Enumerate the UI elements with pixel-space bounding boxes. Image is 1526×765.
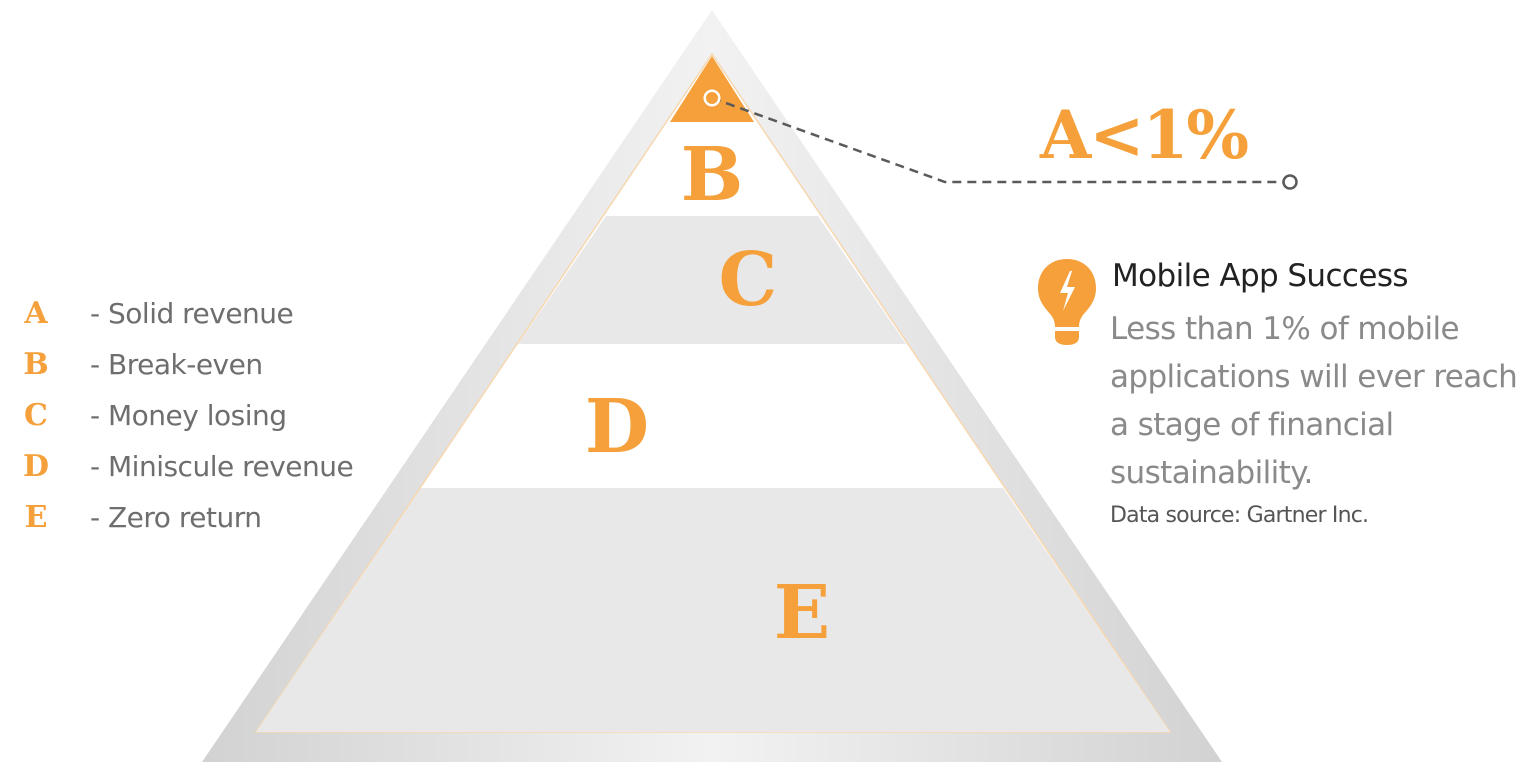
legend-item-d: D - Miniscule revenue: [14, 441, 414, 492]
legend-label: - Miniscule revenue: [90, 450, 354, 483]
legend-item-c: C - Money losing: [14, 390, 414, 441]
tier-e-band: [256, 488, 1170, 732]
tier-letter-e: E: [774, 570, 830, 656]
legend-item-e: E - Zero return: [14, 492, 414, 543]
legend-letter: D: [22, 449, 49, 484]
legend-letter: E: [24, 500, 48, 535]
tier-letter-d: D: [585, 384, 649, 470]
info-title: Mobile App Success: [1112, 258, 1409, 294]
info-body: Less than 1% of mobile applications will…: [1110, 311, 1518, 491]
legend-letter: C: [24, 398, 48, 433]
tier-c-band: [518, 216, 906, 344]
legend-item-a: A - Solid revenue: [14, 288, 414, 339]
legend-item-b: B - Break-even: [14, 339, 414, 390]
legend-letter: A: [24, 296, 48, 331]
legend-label: - Break-even: [90, 348, 263, 381]
legend-label: - Zero return: [90, 501, 262, 534]
callout-value: A<1%: [1040, 96, 1249, 174]
legend-letter: B: [23, 347, 49, 382]
data-source: Data source: Gartner Inc.: [1110, 503, 1369, 528]
callout-line: [711, 96, 1290, 184]
tier-letter-b: B: [681, 132, 744, 218]
lightbulb-icon: [1038, 259, 1096, 345]
legend-label: - Solid revenue: [90, 297, 294, 330]
tier-legend: A - Solid revenue B - Break-even C - Mon…: [14, 288, 414, 543]
legend-label: - Money losing: [90, 399, 287, 432]
tier-letter-c: C: [719, 237, 778, 323]
callout-start-ring: [706, 92, 718, 104]
callout-end-dot: [1282, 174, 1298, 190]
